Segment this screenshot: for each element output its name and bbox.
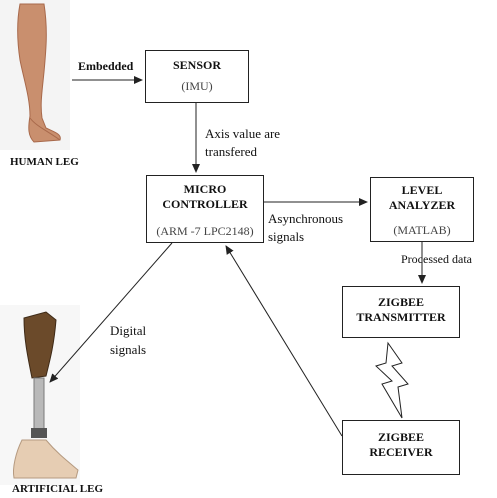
zigbee-transmitter-title-line1: ZIGBEE: [343, 295, 459, 310]
wireless-signal-icon: [376, 343, 408, 418]
sensor-title: SENSOR: [146, 58, 248, 73]
zigbee-transmitter-box: ZIGBEE TRANSMITTER: [342, 286, 460, 338]
microcontroller-title-line1: MICRO: [147, 182, 263, 197]
embedded-label: Embedded: [78, 58, 133, 74]
axis-value-label-line1: Axis value are: [205, 126, 280, 142]
zigbee-receiver-title-line2: RECEIVER: [343, 445, 459, 460]
microcontroller-subtitle: (ARM -7 LPC2148): [147, 224, 263, 239]
artificial-leg-image: [0, 305, 80, 485]
microcontroller-box: MICRO CONTROLLER (ARM -7 LPC2148): [146, 175, 264, 243]
level-analyzer-subtitle: (MATLAB): [371, 223, 473, 238]
level-analyzer-title-line1: LEVEL: [371, 183, 473, 198]
artificial-leg-caption: ARTIFICIAL LEG: [12, 483, 103, 495]
level-analyzer-box: LEVEL ANALYZER (MATLAB): [370, 177, 474, 242]
digital-signals-label-line1: Digital: [110, 323, 146, 339]
zigbee-transmitter-title-line2: TRANSMITTER: [343, 310, 459, 325]
sensor-subtitle: (IMU): [146, 79, 248, 94]
processed-data-label: Processed data: [401, 251, 472, 267]
human-leg-image: [0, 0, 70, 150]
arrow-zigbee-rx-to-micro: [226, 246, 342, 436]
microcontroller-title-line2: CONTROLLER: [147, 197, 263, 212]
digital-signals-label-line2: signals: [110, 342, 146, 358]
zigbee-receiver-title-line1: ZIGBEE: [343, 430, 459, 445]
human-leg-caption: HUMAN LEG: [10, 156, 79, 168]
axis-value-label-line2: transfered: [205, 144, 257, 160]
level-analyzer-title-line2: ANALYZER: [371, 198, 473, 213]
zigbee-receiver-box: ZIGBEE RECEIVER: [342, 420, 460, 475]
async-signals-label-line2: signals: [268, 229, 304, 245]
sensor-box: SENSOR (IMU): [145, 50, 249, 103]
async-signals-label-line1: Asynchronous: [268, 211, 343, 227]
